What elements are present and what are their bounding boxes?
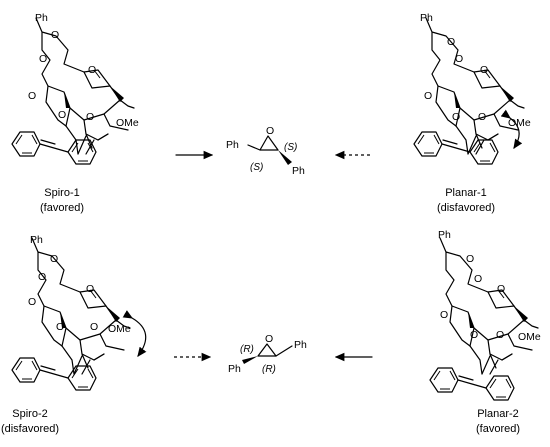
o-label: O xyxy=(466,253,474,265)
planar-1-structure: Ph O O O O O O OMe Planar-1 (disfavored) xyxy=(413,12,531,214)
ph-label: Ph xyxy=(292,165,305,177)
ome-label: OMe xyxy=(108,323,131,335)
spiro-2-structure: Ph O O O O O O OMe Spiro-2 (disfavored) xyxy=(1,234,147,435)
ph-label: Ph xyxy=(35,12,48,24)
ome-label: OMe xyxy=(116,117,139,129)
o-label: O xyxy=(452,111,460,123)
o-label: O xyxy=(470,329,478,341)
spiro-2-name: Spiro-2 xyxy=(12,408,47,420)
planar-2-note: (favored) xyxy=(476,423,520,435)
o-label: O xyxy=(28,90,36,102)
planar-1-name: Planar-1 xyxy=(445,187,487,199)
epoxide-s-s: O Ph Ph (S) (S) xyxy=(226,125,305,177)
planar-2-name: Planar-2 xyxy=(477,408,519,420)
o-label: O xyxy=(90,321,98,333)
o-label: O xyxy=(265,333,273,345)
o-label: O xyxy=(28,296,36,308)
ph-label: Ph xyxy=(226,139,239,151)
o-label: O xyxy=(58,109,66,121)
stereo-s-label: (S) xyxy=(284,142,297,153)
stereo-r-label: (R) xyxy=(262,364,276,375)
o-label: O xyxy=(38,271,46,283)
epoxide-r-r: O Ph Ph (R) (R) xyxy=(228,333,307,375)
o-label: O xyxy=(474,273,482,285)
o-label: O xyxy=(88,64,96,76)
spiro-1-structure: Ph O O O O O O OMe Spiro-1 (favored) xyxy=(11,12,139,214)
ph-label: Ph xyxy=(438,229,451,241)
spiro-1-name: Spiro-1 xyxy=(44,187,79,199)
o-label: O xyxy=(497,283,505,295)
o-label: O xyxy=(86,111,94,123)
stereo-s-label: (S) xyxy=(250,162,263,173)
ph-label: Ph xyxy=(30,234,43,246)
repulsion-arrow xyxy=(122,310,147,357)
planar-2-structure: Ph O O O O O O OMe Planar-2 (favored) xyxy=(429,229,541,435)
planar-1-note: (disfavored) xyxy=(437,202,495,214)
o-label: O xyxy=(424,90,432,102)
o-label: O xyxy=(86,283,94,295)
ph-label: Ph xyxy=(294,339,307,351)
spiro-1-note: (favored) xyxy=(40,202,84,214)
o-label: O xyxy=(440,309,448,321)
o-label: O xyxy=(266,125,274,137)
o-label: O xyxy=(56,321,64,333)
ome-label: OMe xyxy=(518,331,541,343)
spiro-2-note: (disfavored) xyxy=(1,423,59,435)
repulsion-arrow xyxy=(500,109,523,149)
o-label: O xyxy=(39,53,47,65)
o-label: O xyxy=(496,329,504,341)
stereo-r-label: (R) xyxy=(240,344,254,355)
ph-label: Ph xyxy=(228,363,241,375)
o-label: O xyxy=(51,29,59,41)
o-label: O xyxy=(455,53,463,65)
